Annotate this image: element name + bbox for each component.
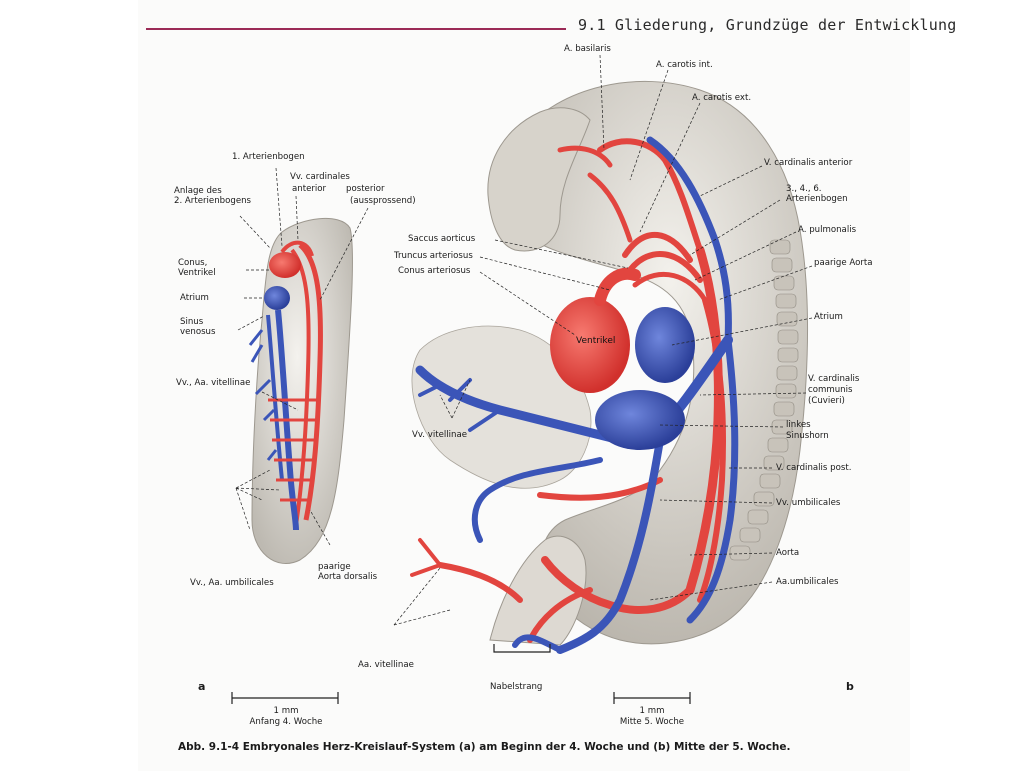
scale-a-value: 1 mm bbox=[273, 706, 299, 716]
label-arterienbogen-b-1: 3., 4., 6. bbox=[786, 184, 822, 194]
scale-b-value: 1 mm bbox=[639, 706, 665, 716]
label-v-cardinalis-post: V. cardinalis post. bbox=[776, 463, 852, 473]
aa-vitellinae-b-2 bbox=[437, 562, 523, 603]
label-aa-umbilicales: Aa.umbilicales bbox=[776, 577, 839, 587]
label-venosus: venosus bbox=[180, 327, 216, 337]
label-aa-vitellinae-b: Aa. vitellinae bbox=[358, 660, 414, 670]
scale-b-stage: Mitte 5. Woche bbox=[619, 717, 685, 727]
label-v-cardinalis-anterior: V. cardinalis anterior bbox=[764, 158, 853, 168]
atrium-b bbox=[635, 307, 695, 383]
label-ventrikel-b: Ventrikel bbox=[576, 336, 616, 346]
label-nabelstrang: Nabelstrang bbox=[490, 682, 543, 692]
aa-vitellinae-b-3 bbox=[410, 538, 442, 577]
leader-lines-a bbox=[235, 167, 369, 546]
label-posterior: posterior bbox=[346, 184, 385, 194]
label-anlage-line1: Anlage des bbox=[174, 186, 222, 196]
label-saccus-aorticus: Saccus aorticus bbox=[408, 234, 476, 244]
figure-caption: Abb. 9.1-4 Embryonales Herz-Kreislauf-Sy… bbox=[178, 741, 791, 753]
scale-a-stage: Anfang 4. Woche bbox=[249, 717, 323, 727]
aa-umbilicales-b bbox=[541, 556, 694, 614]
label-a-pulmonalis: A. pulmonalis bbox=[798, 225, 857, 235]
label-v-card-communis-1: V. cardinalis bbox=[808, 374, 860, 384]
label-vv-vitellinae-b: Vv. vitellinae bbox=[412, 430, 468, 440]
panel-b-embryo bbox=[410, 80, 809, 654]
label-conus: Conus, bbox=[178, 258, 208, 268]
leader-lines-b bbox=[393, 54, 813, 626]
truncus-arteriosus-b bbox=[594, 267, 641, 306]
a-carotis-ext bbox=[587, 172, 633, 243]
arterienbogen-6 bbox=[632, 271, 708, 303]
vv-vitellinae-branches-a bbox=[248, 329, 278, 461]
label-anterior: anterior bbox=[292, 184, 327, 194]
panel-b-letter: b bbox=[846, 680, 854, 693]
aa-vitellinae-branches-a bbox=[268, 398, 318, 502]
aorta-dorsalis-a bbox=[298, 243, 323, 521]
vena-cardinalis-a bbox=[275, 309, 299, 531]
scale-bars bbox=[231, 644, 691, 704]
panel-a-letter: a bbox=[198, 680, 206, 693]
vena-umbilical-lower bbox=[512, 634, 563, 653]
vv-vitellinae-branches bbox=[418, 378, 502, 432]
label-paarige: paarige bbox=[318, 562, 351, 572]
label-v-card-communis-2: communis bbox=[808, 385, 853, 395]
label-a-basilaris: A. basilaris bbox=[564, 44, 611, 54]
label-vitellinae-a: Vv., Aa. vitellinae bbox=[176, 378, 251, 388]
sinus-venosus-b bbox=[595, 390, 685, 450]
conus-ventrikel-a bbox=[269, 252, 301, 278]
a-carotis-int bbox=[597, 138, 703, 253]
label-a-carotis-ext: A. carotis ext. bbox=[692, 93, 752, 103]
page-header-title: 9.1 Gliederung, Grundzüge der Entwicklun… bbox=[578, 16, 957, 34]
embryo-b-head bbox=[487, 107, 591, 252]
label-1-arterienbogen: 1. Arterienbogen bbox=[232, 152, 305, 162]
label-aorta-dorsalis: Aorta dorsalis bbox=[318, 572, 378, 582]
label-ventrikel-a: Ventrikel bbox=[178, 268, 216, 278]
label-arterienbogen-b-2: Arterienbogen bbox=[786, 194, 848, 204]
label-aorta-b: Aorta bbox=[776, 548, 800, 558]
aa-umbilicales-b-2 bbox=[527, 587, 593, 643]
v-cardinalis-post-b bbox=[686, 336, 739, 624]
somites-b bbox=[729, 239, 799, 561]
vv-umbilicales-b bbox=[556, 436, 664, 654]
arterienbogen-a bbox=[280, 240, 314, 257]
atrium-a bbox=[264, 286, 290, 310]
paarige-aorta-b bbox=[685, 245, 723, 595]
label-umbilicales-a: Vv., Aa. umbilicales bbox=[190, 578, 274, 588]
label-vv-umbilicales: Vv. umbilicales bbox=[776, 498, 841, 508]
header-rule bbox=[146, 28, 566, 30]
label-conus-arteriosus: Conus arteriosus bbox=[398, 266, 471, 276]
label-atrium-b: Atrium bbox=[814, 312, 843, 322]
aa-vitellinae-b bbox=[537, 477, 663, 501]
label-a-carotis-int: A. carotis int. bbox=[656, 60, 713, 70]
arterienbogen-4 bbox=[627, 251, 703, 283]
label-aussprossend: (aussprossend) bbox=[350, 196, 416, 206]
label-vv-cardinales: Vv. cardinales bbox=[290, 172, 350, 182]
label-sinus: Sinus bbox=[180, 317, 204, 327]
vv-vitellinae-b-2 bbox=[471, 457, 603, 543]
a-basilaris bbox=[557, 145, 613, 168]
arterienbogen-3 bbox=[622, 232, 693, 263]
label-sinushorn-2: Sinushorn bbox=[786, 431, 829, 441]
label-paarige-aorta: paarige Aorta bbox=[814, 258, 873, 268]
label-atrium-a: Atrium bbox=[180, 293, 209, 303]
label-anlage-line2: 2. Arterienbogens bbox=[174, 196, 252, 206]
label-sinushorn-1: linkes bbox=[786, 420, 811, 430]
label-v-card-communis-3: (Cuvieri) bbox=[808, 396, 845, 406]
aorta-dorsalis-a-2 bbox=[290, 248, 311, 526]
panel-a-embryo bbox=[248, 217, 353, 565]
ventrikel-b bbox=[550, 297, 630, 393]
label-truncus-arteriosus: Truncus arteriosus bbox=[394, 251, 473, 261]
